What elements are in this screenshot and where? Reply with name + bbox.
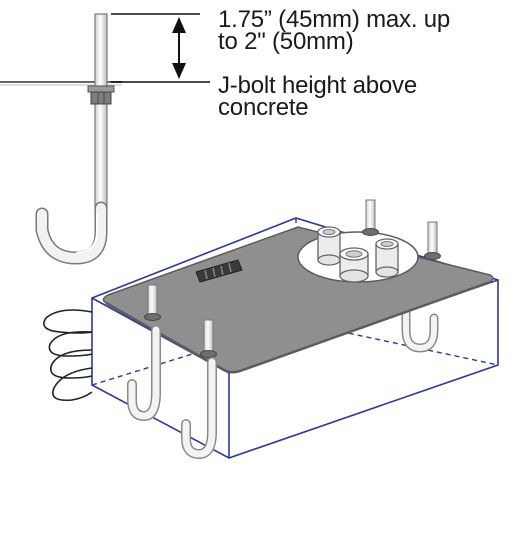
conduit-center (339, 247, 369, 283)
plate-bolt-back (362, 199, 379, 236)
foundation-assembly (43, 199, 499, 460)
dimension-arrow (172, 17, 186, 79)
embedded-j-bolt-left (127, 325, 161, 422)
rebar-loops (43, 309, 93, 402)
jbolt-detail (0, 13, 210, 265)
plate-bolt-front (200, 319, 217, 358)
jbolt-callout-line-2: concrete (218, 94, 309, 121)
jbolt-callout-line-1: J-bolt height above (218, 72, 418, 99)
conduit-left (317, 226, 341, 266)
plate-bolt-right (424, 221, 441, 260)
jbolt-callout: J-bolt height above concrete (218, 72, 418, 121)
plate-vent (195, 259, 243, 283)
detail-nut (87, 85, 115, 105)
height-callout-line-1: 1.75” (45mm) max. up (218, 6, 451, 33)
plate-bolt-left (144, 284, 161, 321)
conduit-right (375, 238, 399, 278)
concrete-hidden-edges (91, 218, 499, 386)
height-callout: 1.75” (45mm) max. up to 2" (50mm) (218, 6, 451, 55)
embedded-j-bolt-front (181, 357, 217, 460)
rear-j-bolt-right (401, 293, 439, 353)
detail-j-bolt (35, 13, 108, 265)
height-callout-line-2: to 2" (50mm) (218, 28, 354, 55)
